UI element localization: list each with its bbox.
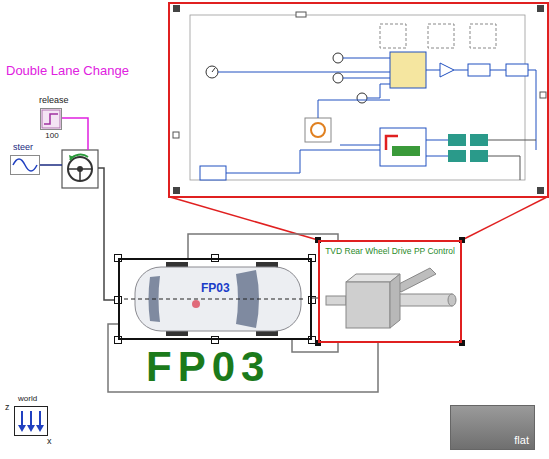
axis-label: x [47, 437, 52, 447]
block-label: release [39, 96, 69, 106]
step-source-icon [42, 110, 60, 128]
block-label: world [18, 395, 37, 404]
sine-source-block: steer [10, 155, 40, 175]
diagram-title: Double Lane Change [6, 64, 129, 78]
port-connector [315, 237, 465, 346]
signal-wire [40, 118, 118, 300]
axis-label: z [5, 403, 10, 413]
control-block: TVD Rear Wheel Drive PP Control [318, 240, 462, 343]
sine-source-icon [13, 159, 37, 171]
mechanical-connector [108, 324, 378, 392]
parameter-value: 100 [41, 132, 63, 141]
steering-wheel-block [62, 150, 98, 188]
block-label: TVD Rear Wheel Drive PP Control [324, 247, 456, 256]
gravity-arrows [18, 411, 44, 432]
car-illustration [124, 262, 306, 336]
vehicle-block: FP03FP03 [118, 258, 312, 340]
step-source-block: release100 [40, 108, 62, 130]
world-block: worldzx [14, 406, 48, 436]
block-label: FP03 [200, 282, 231, 295]
inset-panel [169, 3, 548, 197]
ground-block: flat [450, 405, 535, 450]
mechanical-connector [188, 234, 338, 258]
gearbox-illustration [326, 268, 456, 328]
block-label: flat [514, 434, 529, 446]
block-label: steer [13, 143, 33, 153]
model-name: FP03 [146, 344, 270, 390]
port-connector [115, 255, 316, 344]
